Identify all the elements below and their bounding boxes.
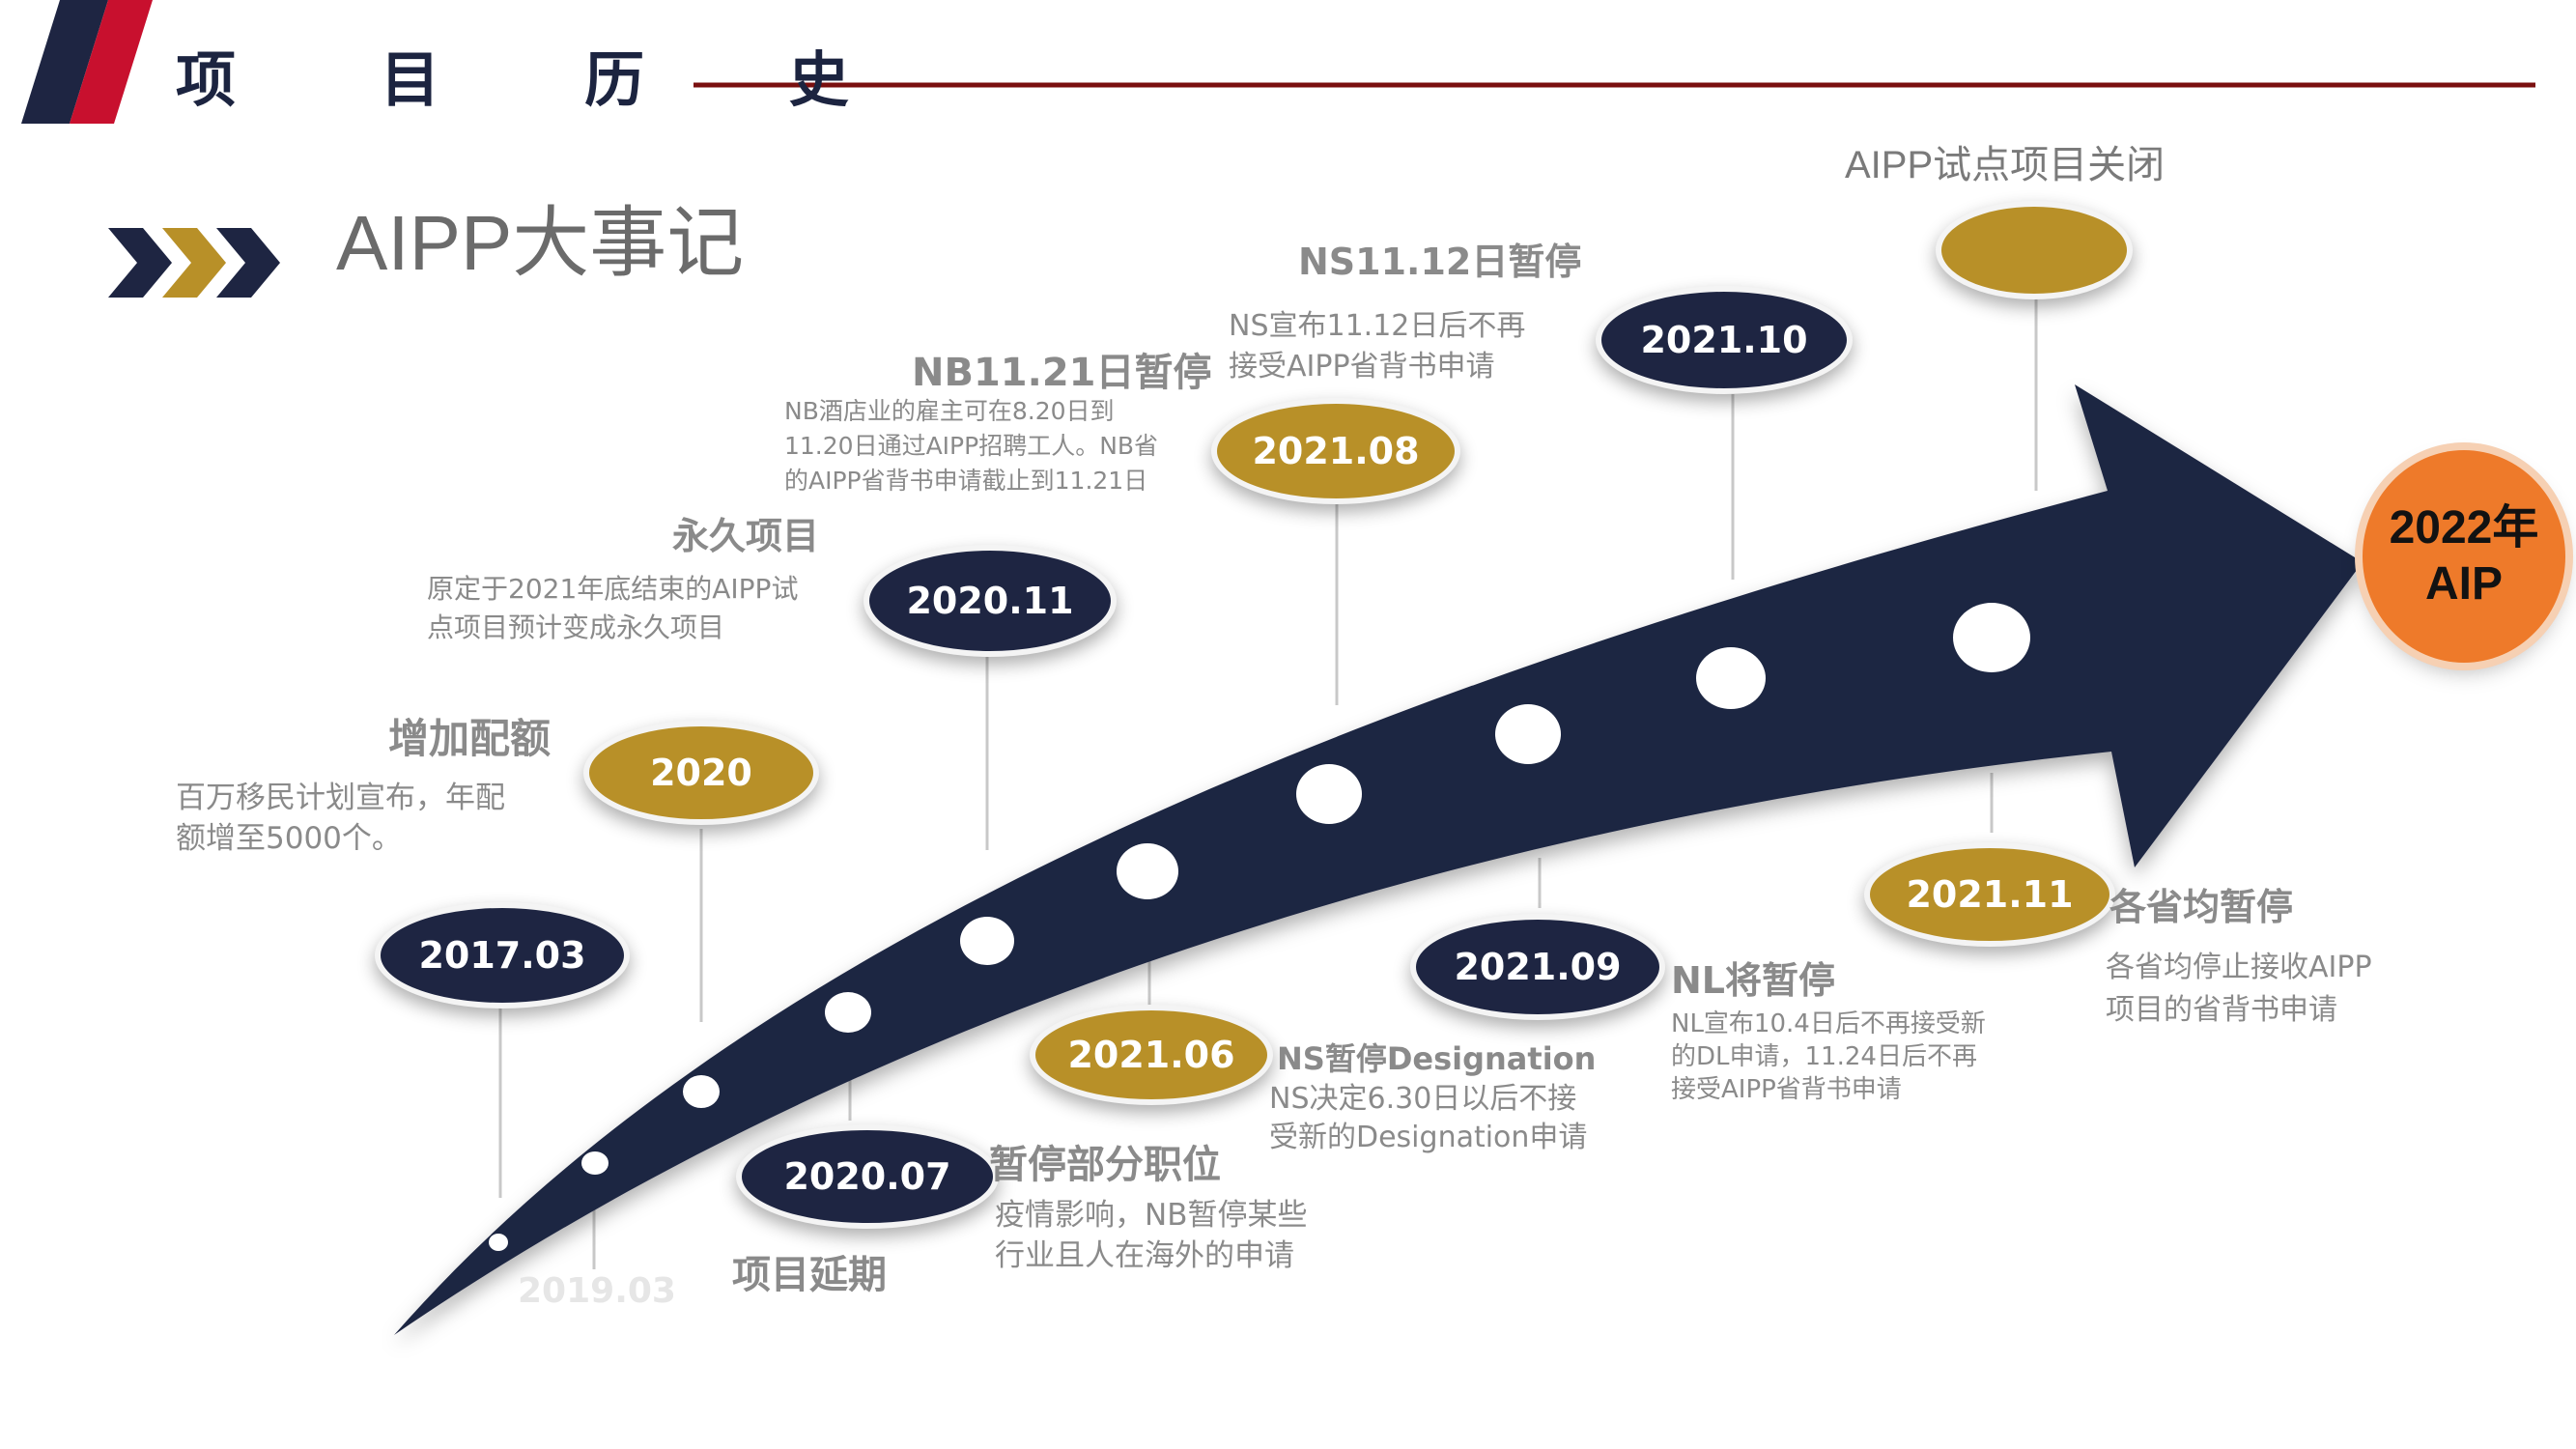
- event-title-ns-designation: NS暂停Designation: [1277, 1040, 1597, 1077]
- event-desc-pause-jobs-1: 疫情影响，NB暂停某些: [995, 1198, 1308, 1233]
- event-node-2021-08: 2021.08: [1211, 398, 1460, 504]
- event-desc-nb-pause-2: 11.20日通过AIPP招聘工人。NB省: [784, 432, 1159, 460]
- timeline-arrow: [394, 384, 2363, 1335]
- event-title-pause-jobs: 暂停部分职位: [989, 1143, 1221, 1187]
- event-node-2020-07: 2020.07: [736, 1124, 999, 1229]
- final-milestone-label: AIP: [2424, 558, 2503, 610]
- event-desc-increase-quota-2: 额增至5000个。: [176, 821, 402, 856]
- corner-stripes-logo: [21, 0, 153, 124]
- event-node-2021-06: 2021.06: [1030, 1005, 1273, 1105]
- event-date-2019-03: 2019.03: [518, 1271, 676, 1311]
- event-desc-ns-pause-2: 接受AIPP省背书申请: [1229, 350, 1495, 384]
- event-title-nb-pause: NB11.21日暂停: [912, 351, 1212, 395]
- final-milestone: 2022年 AIP: [2363, 450, 2565, 663]
- event-desc-nb-pause-3: 的AIPP省背书申请截止到11.21日: [784, 467, 1148, 495]
- event-desc-permanent-2: 点项目预计变成永久项目: [427, 611, 725, 643]
- event-desc-ns-designation-2: 受新的Designation申请: [1269, 1121, 1588, 1154]
- event-node-2021-10: 2021.10: [1596, 286, 1853, 394]
- timeline-dots: [489, 603, 2030, 1251]
- event-desc-all-pause-1: 各省均停止接收AIPP: [2106, 951, 2372, 984]
- event-node-2021-09: 2021.09: [1410, 914, 1665, 1020]
- event-desc-all-pause-2: 项目的省背书申请: [2106, 993, 2337, 1027]
- event-node-2020: 2020: [583, 721, 819, 825]
- section-title: AIPP大事记: [336, 200, 745, 286]
- event-node-2021-11: 2021.11: [1864, 842, 2115, 947]
- page-title: 项 目 历 史: [176, 44, 911, 115]
- event-desc-increase-quota-1: 百万移民计划宣布，年配: [176, 781, 505, 815]
- triple-chevron-icon: [108, 228, 280, 298]
- final-milestone-year: 2022年: [2389, 502, 2539, 554]
- event-title-permanent: 永久项目: [672, 515, 820, 557]
- event-desc-nl-pause-1: NL宣布10.4日后不再接受新: [1671, 1009, 1986, 1038]
- event-title-increase-quota: 增加配额: [388, 715, 552, 762]
- event-title-all-pause: 各省均暂停: [2109, 886, 2294, 928]
- closure-node: [1936, 201, 2133, 299]
- closure-label: AIPP试点项目关闭: [1845, 144, 2166, 186]
- event-title-extension: 项目延期: [732, 1253, 887, 1297]
- event-title-nl-pause: NL将暂停: [1671, 959, 1836, 1002]
- event-desc-ns-designation-1: NS决定6.30日以后不接: [1269, 1082, 1577, 1116]
- event-node-2020-11: 2020.11: [863, 545, 1117, 657]
- event-desc-nl-pause-2: 的DL申请，11.24日后不再: [1671, 1042, 1977, 1071]
- event-desc-ns-pause-1: NS宣布11.12日后不再: [1229, 309, 1526, 343]
- event-desc-pause-jobs-2: 行业且人在海外的申请: [995, 1238, 1294, 1273]
- event-desc-nb-pause-1: NB酒店业的雇主可在8.20日到: [784, 397, 1115, 425]
- event-node-2017-03: 2017.03: [375, 902, 630, 1009]
- event-desc-nl-pause-3: 接受AIPP省背书申请: [1671, 1075, 1902, 1104]
- event-title-ns-pause: NS11.12日暂停: [1298, 241, 1582, 283]
- event-desc-permanent-1: 原定于2021年底结束的AIPP试: [427, 573, 799, 605]
